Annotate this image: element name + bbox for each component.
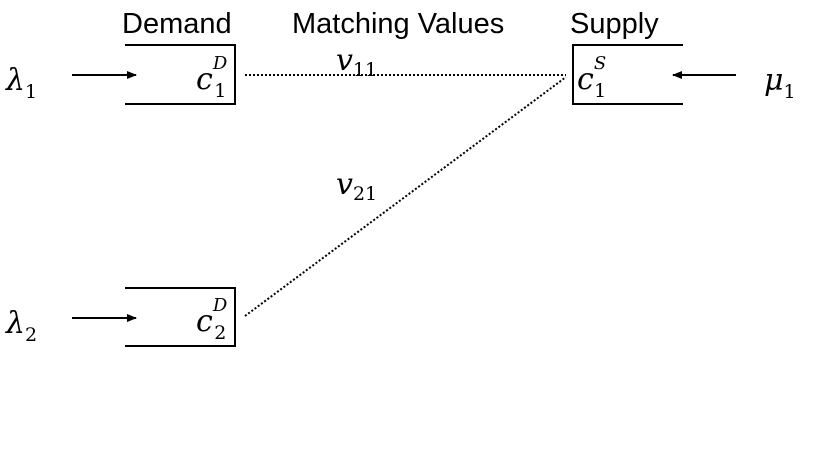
match-value-21: v21 bbox=[336, 167, 377, 205]
supply-queue-1-box bbox=[572, 44, 683, 105]
demand-queue-2-box bbox=[125, 287, 236, 347]
demand-header: Demand bbox=[122, 8, 232, 40]
match-value-11: v11 bbox=[336, 43, 377, 81]
supply-rate-1: μ1 bbox=[764, 63, 796, 103]
matching-values-header: Matching Values bbox=[292, 8, 504, 40]
demand-rate-1: λ1 bbox=[5, 63, 37, 103]
demand-queue-1-box bbox=[125, 44, 236, 105]
supply-header: Supply bbox=[570, 8, 659, 40]
demand-rate-2: λ2 bbox=[5, 306, 37, 346]
match-edge-21 bbox=[244, 76, 567, 317]
